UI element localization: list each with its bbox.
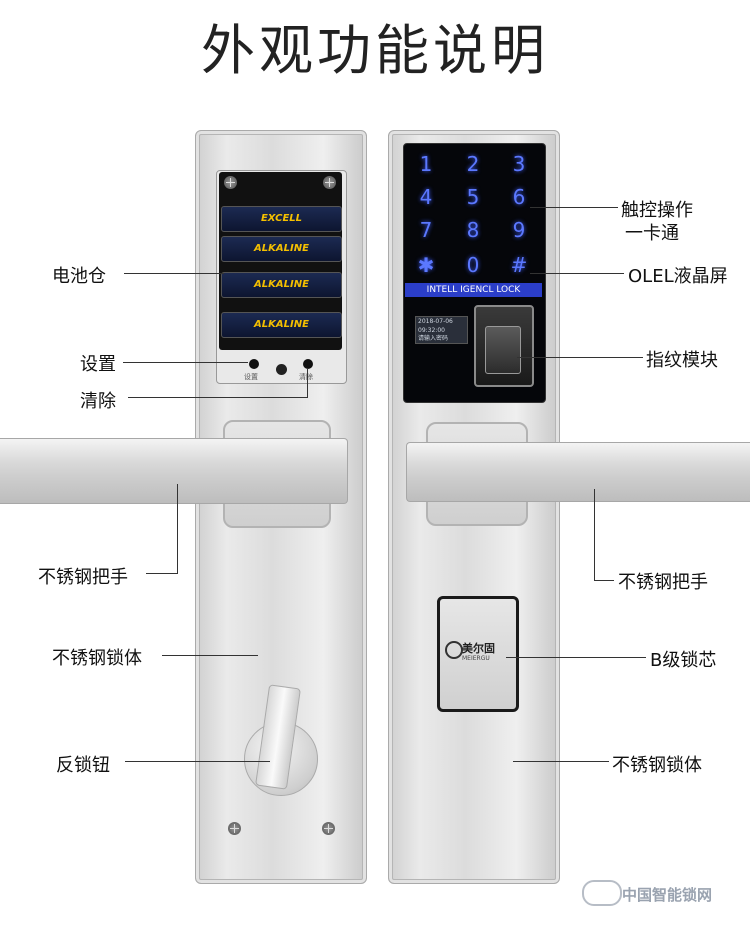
- leader-line: [177, 484, 178, 574]
- label-handle-right: 不锈钢把手: [618, 572, 708, 593]
- battery-label: ALKALINE: [254, 243, 309, 254]
- keypad-key[interactable]: 4: [419, 185, 433, 209]
- leader-line: [125, 761, 270, 762]
- fingerprint-sensor[interactable]: [485, 326, 521, 374]
- keypad-key[interactable]: 3: [512, 152, 526, 176]
- leader-line: [307, 368, 308, 398]
- inner-handle[interactable]: [0, 438, 348, 504]
- screw-icon: [322, 822, 335, 835]
- cylinder-logo-icon: [445, 641, 463, 659]
- leader-line: [124, 273, 224, 274]
- label-anti-lock: 反锁钮: [56, 755, 110, 776]
- keypad-key[interactable]: 9: [512, 218, 526, 242]
- leader-line: [123, 362, 248, 363]
- leader-line: [594, 580, 614, 581]
- keypad-key[interactable]: 2: [466, 152, 480, 176]
- keypad-key[interactable]: #: [510, 253, 528, 277]
- keypad-key[interactable]: 1: [419, 152, 433, 176]
- screw-icon: [224, 176, 237, 189]
- leader-line: [530, 273, 624, 274]
- label-clear: 清除: [80, 391, 116, 412]
- label-olel: OLEL液晶屏: [628, 266, 728, 287]
- screw-icon: [323, 176, 336, 189]
- label-body-left: 不锈钢锁体: [52, 648, 142, 669]
- setup-button[interactable]: [249, 359, 259, 369]
- keypad-key[interactable]: 6: [512, 185, 526, 209]
- clear-button-text: 清除: [299, 373, 313, 381]
- label-fingerprint: 指纹模块: [646, 350, 718, 371]
- setup-button-text: 设置: [244, 373, 258, 381]
- oled-screen: 2018-07-06 09:32:00 请输入密码: [415, 316, 468, 344]
- screen-date: 2018-07-06: [418, 318, 453, 325]
- battery-label: ALKALINE: [254, 319, 309, 330]
- label-body-right: 不锈钢锁体: [612, 755, 702, 776]
- keypad-key[interactable]: 0: [466, 253, 480, 277]
- clear-button[interactable]: [303, 359, 313, 369]
- cylinder-brand-sub: MEIERGU: [462, 655, 490, 662]
- leader-line: [517, 357, 643, 358]
- battery-label: EXCELL: [260, 213, 303, 224]
- cloud-logo-icon: [582, 880, 622, 906]
- keypad-key[interactable]: 8: [466, 218, 480, 242]
- screw-icon: [228, 822, 241, 835]
- screen-time: 09:32:00: [418, 327, 445, 334]
- leader-line: [128, 397, 308, 398]
- label-battery-box: 电池仓: [52, 266, 106, 287]
- cylinder-brand: 美尔固: [462, 642, 495, 655]
- keypad-key[interactable]: 5: [466, 185, 480, 209]
- screen-prompt: 请输入密码: [418, 335, 449, 342]
- battery-label: ALKALINE: [254, 279, 309, 290]
- outer-handle[interactable]: [406, 442, 750, 502]
- keypad-key[interactable]: ✱: [417, 253, 435, 277]
- label-b-core: B级锁芯: [650, 650, 717, 671]
- leader-line: [530, 207, 618, 208]
- brand-strip: INTELL IGENCL LOCK: [405, 283, 542, 297]
- battery: ALKALINE: [221, 272, 342, 298]
- leader-line: [506, 657, 646, 658]
- label-setup: 设置: [80, 354, 116, 375]
- battery: ALKALINE: [221, 236, 342, 262]
- keypad-key[interactable]: 7: [419, 218, 433, 242]
- leader-line: [513, 761, 609, 762]
- label-card: 一卡通: [625, 223, 679, 244]
- leader-line: [594, 489, 595, 580]
- label-handle-left: 不锈钢把手: [38, 567, 128, 588]
- leader-line: [146, 573, 178, 574]
- battery: ALKALINE: [221, 312, 342, 338]
- watermark: 中国智能锁网: [622, 886, 713, 904]
- battery: EXCELL: [221, 206, 342, 232]
- page-title: 外观功能说明: [201, 19, 549, 82]
- leader-line: [162, 655, 258, 656]
- indicator-light: [276, 364, 287, 375]
- label-touch: 触控操作: [621, 200, 693, 221]
